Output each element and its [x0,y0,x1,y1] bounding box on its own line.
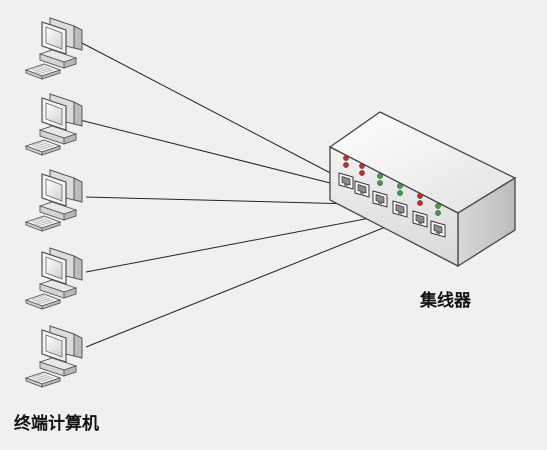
hub-led-3-2 [377,180,383,186]
hub-led-3-1 [377,173,383,179]
cable-2 [79,119,367,193]
computer-icon-1 [25,17,83,80]
hub-led-1-2 [343,162,349,168]
cable-1 [79,41,341,179]
hub-led-1-1 [343,155,349,161]
cable-5 [85,217,409,348]
computer-icon-2 [25,93,83,156]
terminal-computers [25,17,83,388]
hub-led-6-1 [435,203,441,209]
hub-device [328,111,517,268]
hub-led-6-2 [435,210,441,216]
computer-icon-4 [25,247,83,310]
computer-icon-3 [25,169,83,232]
cable-4 [85,211,403,273]
hub-led-2-2 [359,170,365,176]
cables [79,41,409,348]
hub-led-5-2 [417,200,423,206]
hub-led-4-2 [397,190,403,196]
hub-led-2-1 [359,163,365,169]
hub-led-4-1 [397,183,403,189]
terminals-label: 终端计算机 [14,414,99,434]
computer-icon-5 [25,325,83,388]
hub-label: 集线器 [420,291,471,311]
hub-leds [343,155,441,216]
hub-led-5-1 [417,193,423,199]
